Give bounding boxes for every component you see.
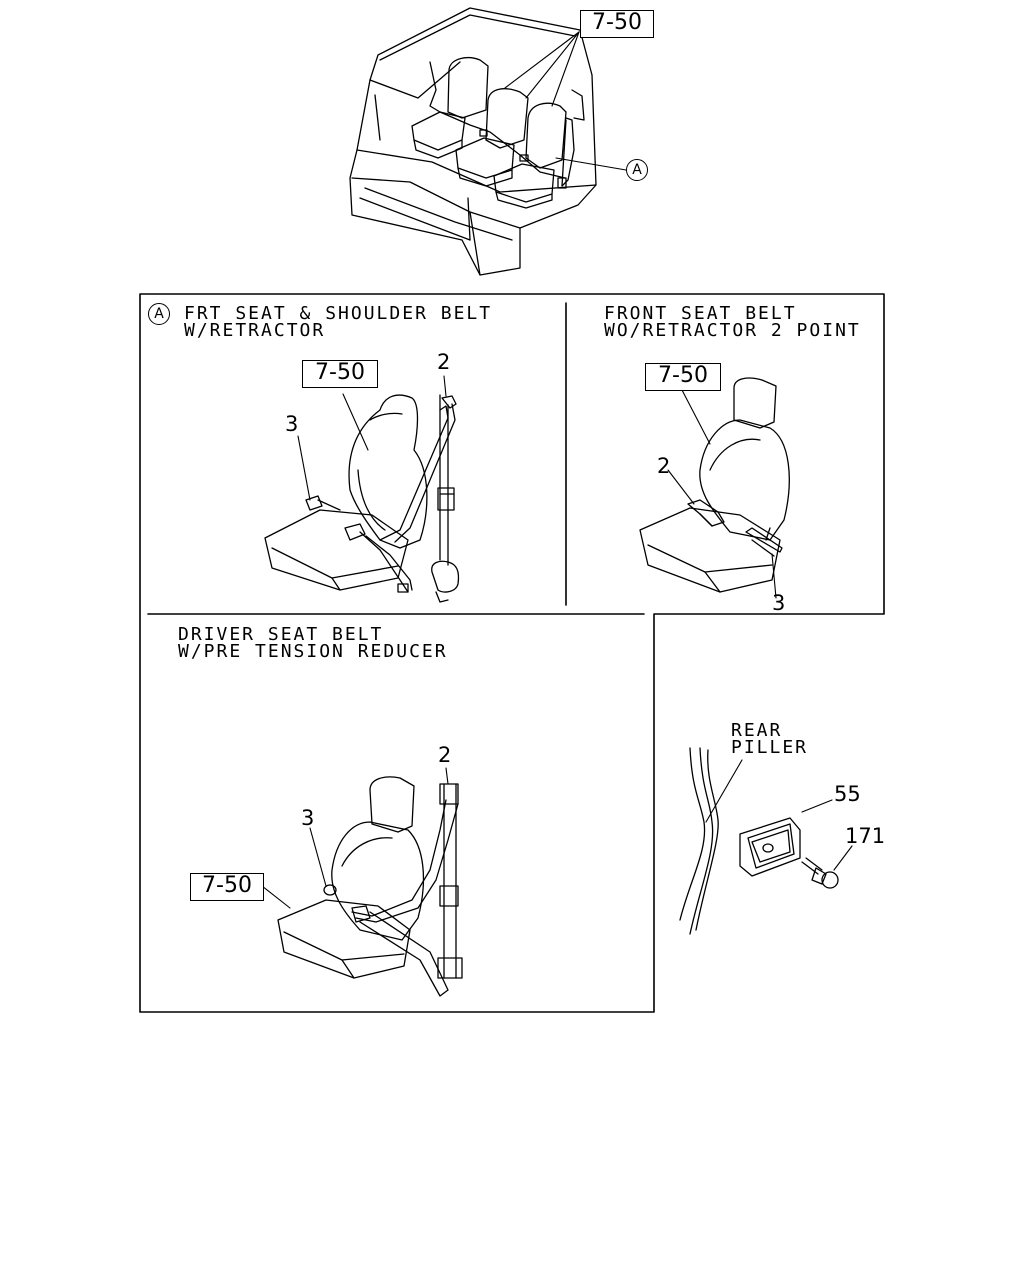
panel-front-part-2: 2: [657, 454, 671, 478]
cab-overview-illustration: [349, 7, 627, 276]
rear-piller-label-line2: PILLER: [731, 737, 809, 758]
panel-a-title-line2: W/RETRACTOR: [184, 320, 326, 341]
panel-frames: [139, 293, 885, 1013]
part-171-label: 171: [845, 824, 886, 848]
panel-front-seat-illustration: [639, 377, 790, 599]
panel-a-part-2: 2: [437, 350, 451, 374]
panel-driver-title-line1: DRIVER SEAT BELT: [178, 624, 384, 645]
panel-front-ref-label: 7-50: [645, 363, 721, 391]
panel-driver-seat-illustration: [261, 767, 463, 997]
panel-a-seat-illustration: [264, 375, 460, 603]
part-55-label: 55: [834, 782, 861, 806]
panel-driver-part-3: 3: [301, 806, 315, 830]
panel-driver-part-2: 2: [438, 743, 452, 767]
overview-callout-a: A: [626, 159, 648, 181]
panel-driver-title-line2: W/PRE TENSION REDUCER: [178, 641, 448, 662]
panel-a-marker: A: [148, 303, 170, 325]
panel-a-part-3: 3: [285, 412, 299, 436]
panel-a-ref-label: 7-50: [302, 360, 378, 388]
panel-front-part-3: 3: [772, 591, 786, 615]
panel-front-title-line2: WO/RETRACTOR 2 POINT: [604, 320, 861, 341]
rear-piller-illustration: [679, 747, 853, 935]
panel-a-title-line1: FRT SEAT & SHOULDER BELT: [184, 303, 493, 324]
rear-piller-label-line1: REAR: [731, 720, 783, 741]
overview-ref-label: 7-50: [580, 10, 654, 38]
panel-front-title-line1: FRONT SEAT BELT: [604, 303, 797, 324]
panel-driver-ref-label: 7-50: [190, 873, 264, 901]
